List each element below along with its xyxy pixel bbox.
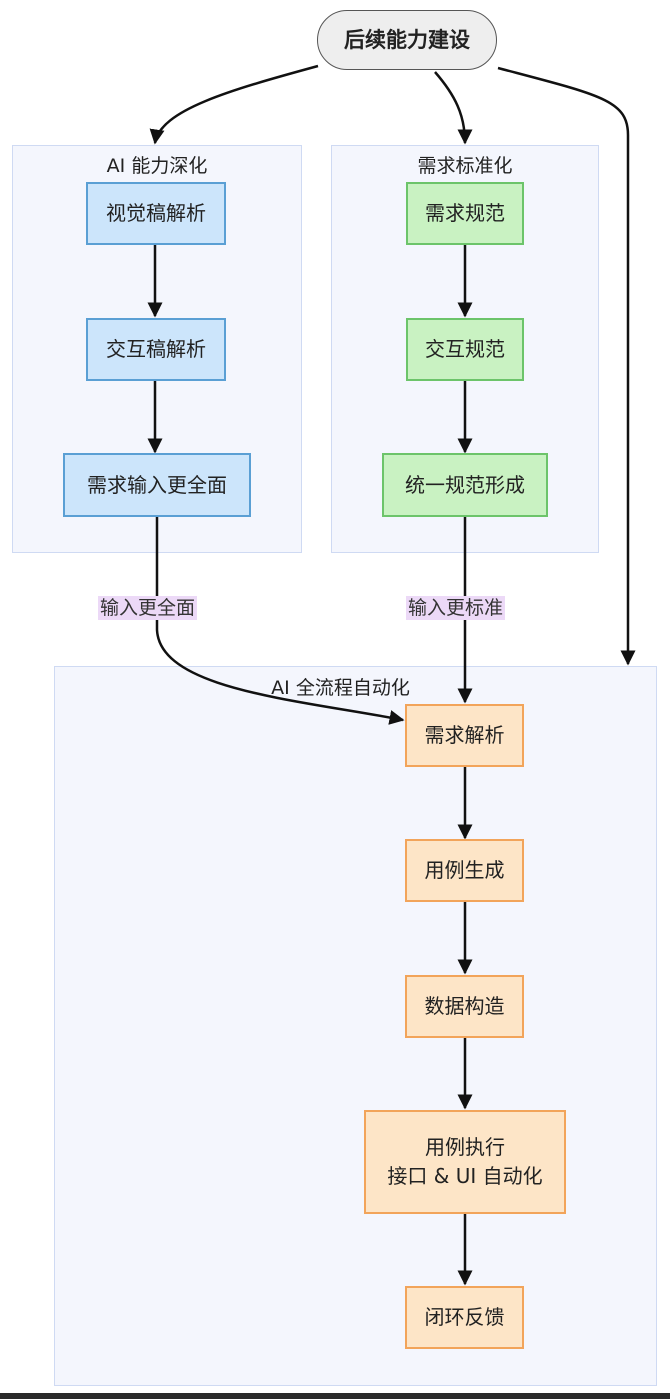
node-req-analysis[interactable]: 需求解析 (405, 704, 524, 767)
edge-root-to-automation (497, 66, 636, 666)
node-feedback[interactable]: 闭环反馈 (405, 1286, 524, 1349)
node-req-spec[interactable]: 需求规范 (406, 182, 524, 245)
edge-root-to-ai-capability (149, 64, 319, 145)
node-visual-parse[interactable]: 视觉稿解析 (86, 182, 226, 245)
node-interaction-spec[interactable]: 交互规范 (406, 318, 524, 381)
node-data-build[interactable]: 数据构造 (405, 975, 524, 1038)
edge-label-more-complete: 输入更全面 (98, 596, 198, 620)
node-unified-spec[interactable]: 统一规范形成 (382, 453, 548, 517)
node-complete-input[interactable]: 需求输入更全面 (63, 453, 251, 517)
cluster-title: AI 全流程自动化 (271, 677, 410, 699)
cluster-automation: AI 全流程自动化 (54, 666, 657, 1386)
edge-root-to-standardization (434, 71, 473, 145)
edge-label-more-standard: 输入更标准 (406, 596, 506, 620)
cluster-title: AI 能力深化 (106, 155, 208, 177)
root-node[interactable]: 后续能力建设 (317, 10, 497, 70)
node-case-exec[interactable]: 用例执行 接口 & UI 自动化 (364, 1110, 566, 1214)
node-case-gen[interactable]: 用例生成 (405, 839, 524, 902)
edge-complete-to-analysis (155, 517, 405, 725)
cluster-title: 需求标准化 (417, 155, 513, 177)
window-bottom-edge (0, 1393, 670, 1399)
node-interaction-parse[interactable]: 交互稿解析 (86, 318, 226, 381)
